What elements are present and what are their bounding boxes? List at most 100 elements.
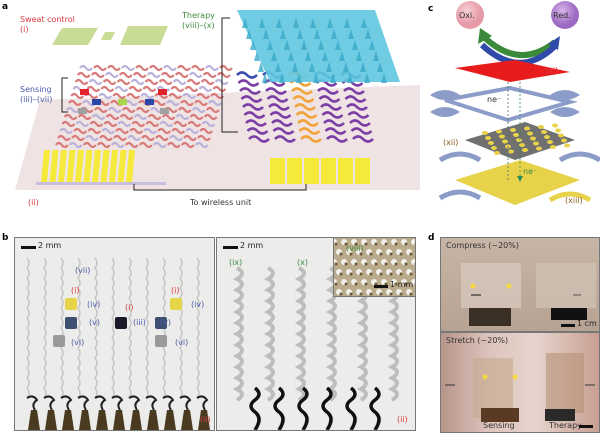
sensing-caption: Sensing bbox=[483, 421, 515, 430]
electrode-lead bbox=[45, 410, 57, 430]
sensor-square bbox=[78, 108, 87, 114]
sensor-element bbox=[115, 317, 127, 329]
sensor-element bbox=[65, 317, 77, 329]
label-vii: (vii) bbox=[75, 266, 91, 275]
label-vi-right: (vi) bbox=[175, 338, 189, 347]
sensor-square bbox=[160, 108, 169, 114]
sensor-square bbox=[158, 89, 167, 95]
sensing-pads bbox=[36, 150, 166, 185]
sensing-mesh bbox=[54, 64, 233, 149]
led-indicator bbox=[470, 283, 476, 289]
layer-xi bbox=[455, 60, 570, 82]
microneedle bbox=[258, 62, 264, 72]
photo-sensing-patch: 2 mm (vii) (i) (iv) (i) (iv) (i) (v) (ii… bbox=[14, 237, 215, 431]
microneedle bbox=[314, 29, 320, 39]
microneedle bbox=[288, 51, 294, 61]
label-viii: (viii) bbox=[346, 244, 364, 253]
microneedle bbox=[313, 73, 319, 83]
therapy-pad bbox=[304, 158, 319, 184]
electrode-lead bbox=[147, 410, 159, 430]
sensing-pad bbox=[126, 150, 135, 182]
sensing-pad bbox=[49, 150, 59, 182]
microneedle bbox=[284, 40, 290, 50]
panel-c-illustration bbox=[430, 1, 600, 205]
green-arrow bbox=[482, 35, 557, 58]
microneedle bbox=[352, 40, 358, 50]
sensor-square bbox=[145, 99, 154, 105]
therapy-pad bbox=[321, 158, 336, 184]
microneedle bbox=[279, 73, 285, 83]
label-v-left: (v) bbox=[89, 318, 100, 327]
microneedle bbox=[296, 73, 302, 83]
scale-2mm-right: 2 mm bbox=[240, 241, 264, 250]
serpentine-lead bbox=[345, 386, 357, 430]
sensor-square bbox=[80, 89, 89, 95]
microneedle bbox=[246, 29, 252, 39]
electrode-lead bbox=[113, 410, 125, 430]
microneedle bbox=[361, 18, 367, 28]
microneedle bbox=[347, 73, 353, 83]
panel-b-letter: b bbox=[2, 233, 9, 243]
microneedle bbox=[293, 18, 299, 28]
therapy-pad bbox=[338, 158, 353, 184]
microneedle bbox=[280, 29, 286, 39]
sensor-element bbox=[170, 298, 182, 310]
sensor-element bbox=[65, 298, 77, 310]
scale-1cm: 1 cm bbox=[577, 319, 597, 328]
sensing-pad bbox=[41, 150, 50, 182]
microneedle bbox=[373, 51, 379, 61]
therapy-bracket bbox=[221, 17, 238, 133]
microneedle bbox=[263, 29, 269, 39]
wireless-label: To wireless unit bbox=[190, 198, 252, 207]
serpentine-lead bbox=[297, 386, 309, 430]
therapy-pad bbox=[287, 158, 302, 184]
electrode-lead bbox=[130, 410, 142, 430]
microneedle bbox=[309, 62, 315, 72]
microneedle bbox=[254, 51, 260, 61]
reduction-sphere bbox=[551, 1, 579, 29]
serpentine-lead bbox=[369, 386, 381, 430]
microneedle bbox=[335, 40, 341, 50]
interconnect-frame bbox=[444, 85, 578, 123]
label-iv-left: (iv) bbox=[87, 300, 101, 309]
electrode-lead bbox=[198, 410, 210, 430]
sensing-pad bbox=[92, 150, 101, 182]
oxi-label: Oxi. bbox=[459, 11, 475, 20]
scale-2mm-left: 2 mm bbox=[38, 241, 62, 250]
microneedle bbox=[381, 73, 387, 83]
microneedle bbox=[275, 62, 281, 72]
panel-a-letter: a bbox=[2, 2, 9, 12]
microneedle bbox=[360, 62, 366, 72]
panel-a-illustration bbox=[15, 10, 420, 191]
label-i-center: (i) bbox=[125, 303, 134, 312]
sensing-pad bbox=[58, 150, 67, 182]
microneedle bbox=[259, 18, 265, 28]
microneedle bbox=[369, 40, 375, 50]
microneedle bbox=[327, 18, 333, 28]
panel-c-letter: c bbox=[428, 4, 434, 14]
stretch-title: Stretch (~20%) bbox=[446, 336, 509, 345]
label-i-left: (i) bbox=[71, 286, 80, 295]
label-v-right: (v) bbox=[160, 318, 171, 327]
sensing-pad bbox=[109, 150, 118, 182]
electrode-lead bbox=[181, 410, 193, 430]
therapy-pad bbox=[270, 158, 285, 184]
sweat-control-patch-center bbox=[101, 32, 115, 40]
layer-xii-label: (xii) bbox=[443, 138, 459, 147]
microneedle bbox=[242, 18, 248, 28]
microneedle bbox=[305, 51, 311, 61]
scale-1mm: 1 mm bbox=[390, 280, 414, 289]
label-vi-left: (vi) bbox=[71, 338, 85, 347]
electron-label: ne⁻ bbox=[487, 95, 502, 104]
label-iii: (iii) bbox=[133, 318, 146, 327]
microneedle bbox=[262, 73, 268, 83]
layer-xiii bbox=[455, 160, 580, 205]
microneedle bbox=[331, 29, 337, 39]
microneedle bbox=[271, 51, 277, 61]
layer-xi-label: (xi) bbox=[545, 66, 559, 75]
sensing-pad bbox=[100, 150, 110, 182]
sensing-id: (iii)–(vii) bbox=[20, 95, 53, 104]
microneedle bbox=[364, 73, 370, 83]
photo-compress: Compress (~20%) 1 cm bbox=[440, 237, 600, 332]
led-indicator bbox=[512, 374, 518, 380]
